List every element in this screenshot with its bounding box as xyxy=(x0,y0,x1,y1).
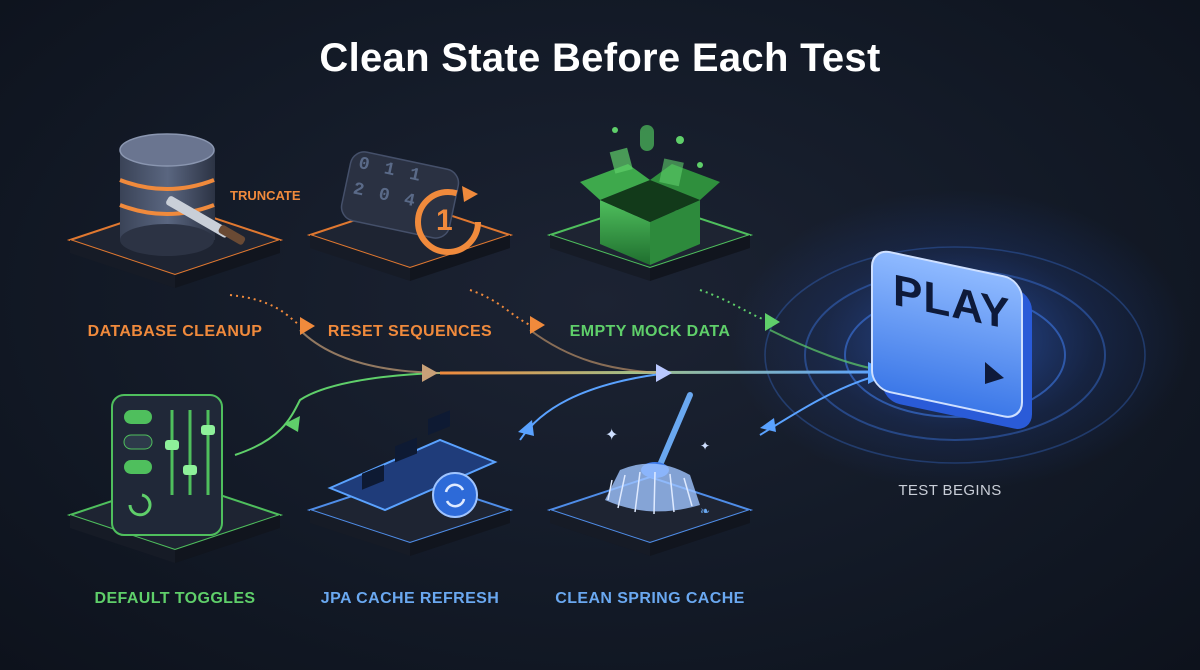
counter-digit: 2 xyxy=(351,179,366,202)
target-label: TEST BEGINS xyxy=(898,482,1002,499)
counter-digit: 0 xyxy=(356,154,372,176)
broom-icon: ✦ ✦ ❧ xyxy=(605,392,710,518)
svg-text:✦: ✦ xyxy=(700,439,710,453)
step-label-default-toggles: DEFAULT TOGGLES xyxy=(94,590,256,607)
step-label-empty-mock-data: EMPTY MOCK DATA xyxy=(569,323,731,340)
toggles-icon xyxy=(111,394,223,536)
counter-digit: 1 xyxy=(407,164,423,187)
page-title: Clean State Before Each Test xyxy=(319,36,881,80)
svg-text:❧: ❧ xyxy=(700,504,710,518)
memory-refresh-icon xyxy=(327,410,498,518)
database-truncate-icon xyxy=(119,133,246,256)
svg-text:✦: ✦ xyxy=(605,425,618,444)
play-key xyxy=(871,250,1032,429)
counter-digit: 0 xyxy=(376,184,392,207)
reset-number: 1 xyxy=(436,204,453,237)
truncate-label: TRUNCATE xyxy=(230,188,301,203)
counter-reset-icon xyxy=(340,151,481,255)
step-label-clean-spring-cache: CLEAN SPRING CACHE xyxy=(555,590,745,607)
empty-box-icon xyxy=(580,125,720,265)
step-label-jpa-cache-refresh: JPA CACHE REFRESH xyxy=(320,590,500,607)
step-label-database-cleanup: DATABASE CLEANUP xyxy=(87,323,263,340)
step-label-reset-sequences: RESET SEQUENCES xyxy=(327,323,493,340)
counter-digit: 4 xyxy=(402,190,417,213)
flow-arrows xyxy=(284,313,890,436)
counter-digit: 1 xyxy=(381,159,397,182)
